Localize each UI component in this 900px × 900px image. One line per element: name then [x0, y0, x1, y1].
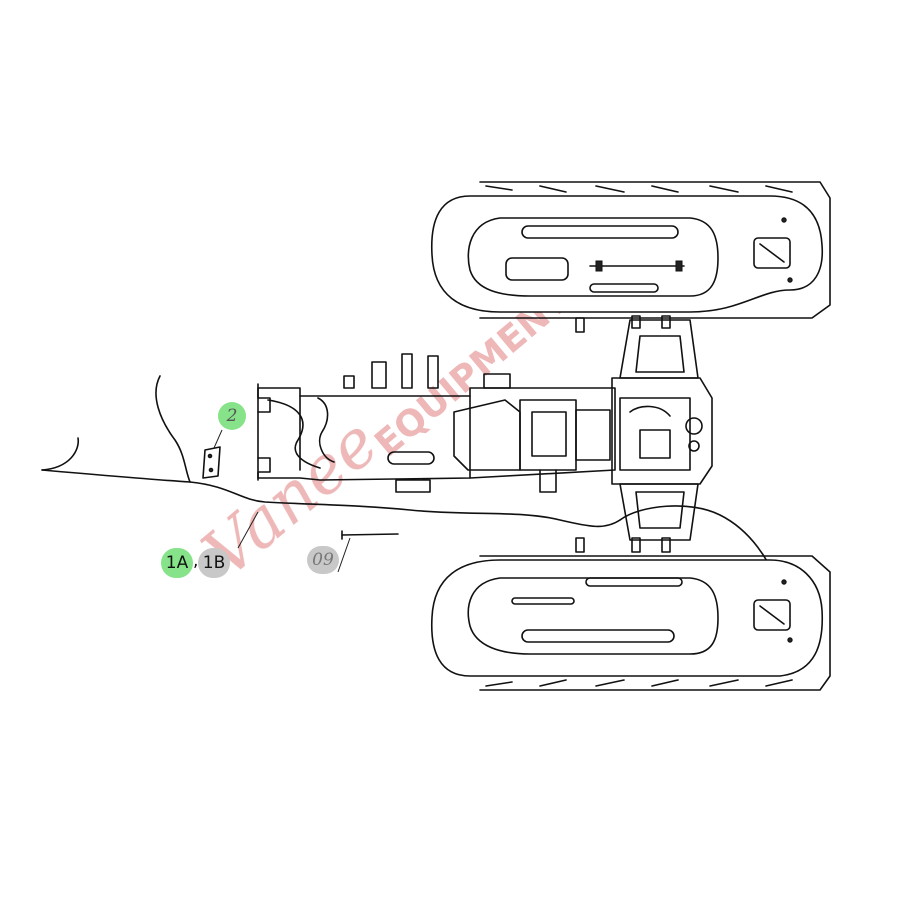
leader-line-1a	[237, 511, 259, 549]
callout-1b-badge: 1B	[198, 548, 230, 578]
callout-comma: ,	[193, 551, 199, 571]
callout-2-badge: 2	[218, 402, 246, 430]
bracket-part-2	[202, 446, 221, 479]
leader-line-2	[213, 429, 223, 449]
lower-track-assembly	[430, 555, 831, 691]
callout-1b-label: 1B	[202, 553, 226, 573]
callout-2-label: 2	[226, 406, 238, 426]
pin-part-09	[337, 530, 399, 573]
upper-track-assembly	[430, 181, 831, 319]
callout-09-badge: 09	[307, 546, 339, 574]
callout-1a-label: 1A	[165, 553, 189, 573]
main-chassis-frame	[257, 315, 713, 553]
callout-1a-badge: 1A	[161, 548, 193, 578]
callout-09-label: 09	[312, 550, 334, 570]
